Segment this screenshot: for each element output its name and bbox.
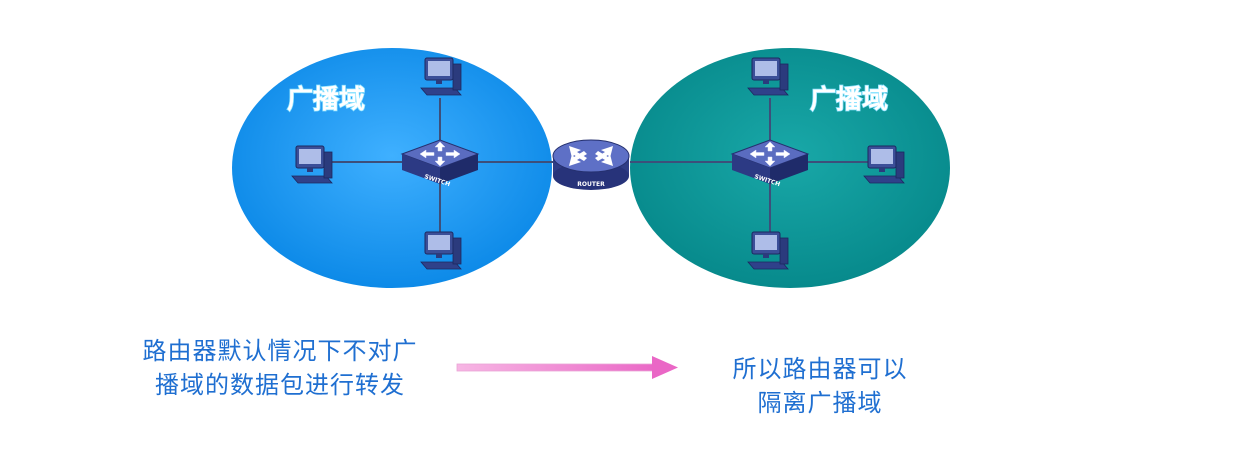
left-caption: 路由器默认情况下不对广 播域的数据包进行转发 xyxy=(110,334,450,402)
right-caption: 所以路由器可以 隔离广播域 xyxy=(700,352,940,420)
left-caption-line-1: 路由器默认情况下不对广 xyxy=(142,337,418,365)
connection-lines xyxy=(330,98,870,238)
right-caption-line-1: 所以路由器可以 xyxy=(732,355,908,383)
router-label: ROUTER xyxy=(577,181,605,188)
right-caption-line-2: 隔离广播域 xyxy=(757,389,883,417)
router-icon: ROUTER xyxy=(552,139,630,190)
left-domain-label: 广播域 xyxy=(287,85,365,115)
right-domain-label: 广播域 xyxy=(810,85,888,115)
left-caption-line-2: 播域的数据包进行转发 xyxy=(155,371,405,399)
arrow xyxy=(456,356,678,379)
left-broadcast-domain xyxy=(232,48,552,288)
